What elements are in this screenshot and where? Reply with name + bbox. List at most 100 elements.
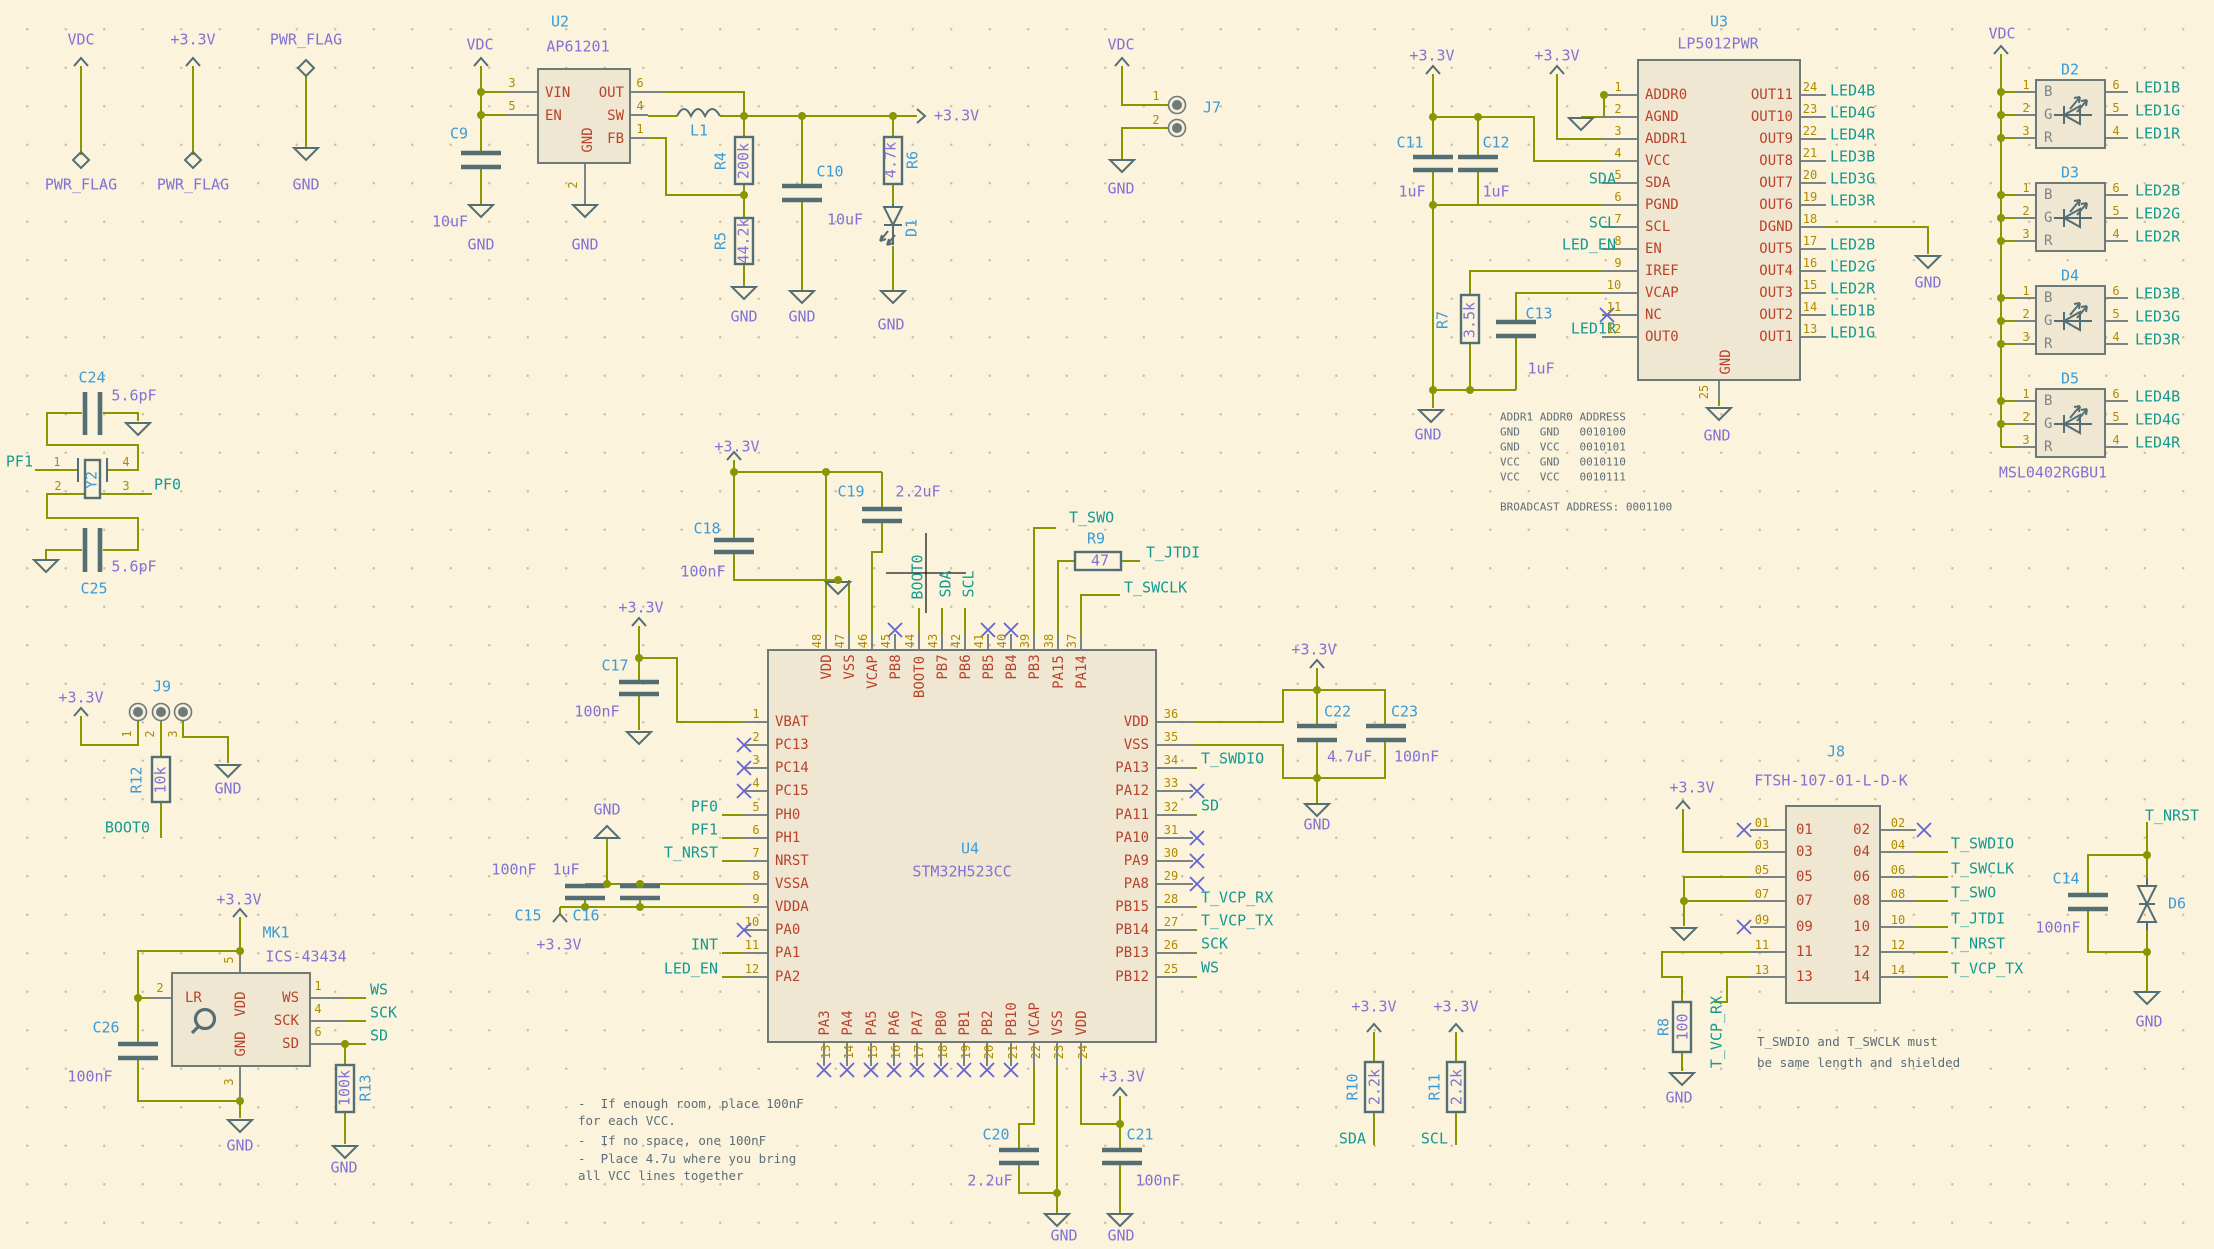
c11-ref: C11 (1396, 133, 1424, 152)
u2-ref: U2 (550, 12, 570, 31)
num-text: 5 (752, 800, 760, 814)
num-text: 03 (1754, 838, 1770, 852)
pin-text: 01 (1796, 822, 1813, 838)
pin-text: 10 (1853, 919, 1870, 935)
pin-text: OUT0 (1645, 329, 1679, 345)
crosshair-cursor[interactable] (886, 533, 966, 613)
num-text: 44 (903, 633, 917, 649)
power-label: PWR_FLAG (156, 175, 230, 194)
c14-value: 100nF (2035, 918, 2081, 937)
num-text: 17 (1802, 234, 1818, 248)
net-label: T_VCP_TX (1951, 959, 2024, 978)
net-label: LED1B (2135, 78, 2181, 97)
gnd-label: GND (2135, 1012, 2163, 1031)
net-label: LED4R (2135, 433, 2181, 452)
c13-ref: C13 (1525, 304, 1553, 323)
pinlt-text: G (2044, 313, 2053, 329)
r13-ref: R13 (356, 1074, 375, 1102)
net-label: WS (370, 980, 389, 999)
net-label: T_VCP_RX (1201, 888, 1274, 907)
pin-text: VCAP (865, 655, 881, 689)
c20-ref: C20 (982, 1125, 1010, 1144)
pin-text: IREF (1645, 263, 1679, 279)
num-text: 2 (2022, 410, 2030, 424)
net-label: T_SWO (1951, 883, 1997, 902)
num-text: 4 (2112, 433, 2120, 447)
net-label: T_JTDI (1951, 909, 2006, 928)
c16-value: 1uF (552, 860, 580, 879)
num-text: 6 (2112, 181, 2120, 195)
net-label: SDA (1588, 169, 1616, 188)
num-text: 3 (508, 76, 516, 90)
pinlt-text: G (2044, 416, 2053, 432)
pin-text: OUT1 (1759, 329, 1793, 345)
pin-text: PB6 (958, 654, 974, 680)
num-text: 39 (1018, 633, 1032, 649)
d3-ref: D3 (2060, 163, 2080, 182)
c22-value: 4.7uF (1327, 747, 1373, 766)
pin-text: OUT (598, 85, 624, 101)
net-label: INT (690, 935, 718, 954)
pin-text: SD (282, 1036, 299, 1052)
num-text: 3 (2022, 227, 2030, 241)
r12-ref: R12 (127, 766, 146, 794)
num-text: 24 (1802, 80, 1818, 94)
net-label: LED3R (2135, 330, 2181, 349)
pin-text: VCC (1645, 153, 1671, 169)
d1-ref: D1 (902, 218, 921, 238)
num-text: 21 (1802, 146, 1818, 160)
c12-ref: C12 (1482, 133, 1510, 152)
net-label: LED_EN (1561, 235, 1616, 254)
num-text: 27 (1163, 915, 1179, 929)
num-text: 1 (2022, 78, 2030, 92)
pin-text: SCK (273, 1013, 299, 1029)
u3-body (1637, 59, 1801, 381)
num-text: 4 (2112, 227, 2120, 241)
num-text: 2 (143, 730, 157, 738)
net-label: LED_EN (663, 959, 718, 978)
pin-text: 11 (1796, 944, 1813, 960)
pin-text: SW (607, 108, 624, 124)
net-label: T_SWDIO (1201, 749, 1265, 768)
r6 (882, 135, 904, 186)
power-label: +3.3V (1534, 46, 1580, 65)
pin-text: VDD (1074, 1010, 1090, 1036)
net-label: T_JTDI (1146, 543, 1201, 562)
u4-value: STM32H523CC (912, 862, 1012, 881)
num-text: 21 (1006, 1044, 1020, 1060)
num-text: 4 (1614, 146, 1622, 160)
gnd-label: GND (877, 315, 905, 334)
power-label: GND (292, 175, 320, 194)
net-label: T_VCP_RX (1707, 995, 1726, 1069)
pin-text: PA3 (817, 1010, 833, 1036)
num-text: 25 (1163, 962, 1179, 976)
num-text: 14 (1802, 300, 1818, 314)
num-text: 22 (1802, 124, 1818, 138)
swd-note: be same length and shielded (1757, 1054, 1961, 1070)
pin-text: ADDR0 (1645, 87, 1688, 103)
power-label: +3.3V (170, 30, 216, 49)
addr-table: GND GND 0010100 (1500, 425, 1626, 439)
net-label: T_SWO (1069, 508, 1115, 527)
num-text: 48 (810, 633, 824, 649)
num-text: 3 (2022, 124, 2030, 138)
num-text: 14 (1890, 963, 1906, 977)
net-label: SDA (1338, 1129, 1366, 1148)
r12 (150, 755, 172, 804)
num-text: 06 (1890, 863, 1906, 877)
net-label: PF1 (5, 452, 33, 471)
pin-text: NRST (775, 853, 809, 869)
pin-text: PH0 (775, 807, 801, 823)
r11-value: 2.2k (1447, 1068, 1466, 1106)
pin-text: 09 (1796, 919, 1813, 935)
u4-body (767, 649, 1157, 1043)
power-label: +3.3V (714, 437, 760, 456)
pin-text: PA13 (1115, 760, 1149, 776)
gnd-label: GND (1414, 425, 1442, 444)
net-label: SCK (370, 1003, 398, 1022)
pinlt-text: B (2044, 290, 2053, 306)
num-text: 5 (2112, 410, 2120, 424)
